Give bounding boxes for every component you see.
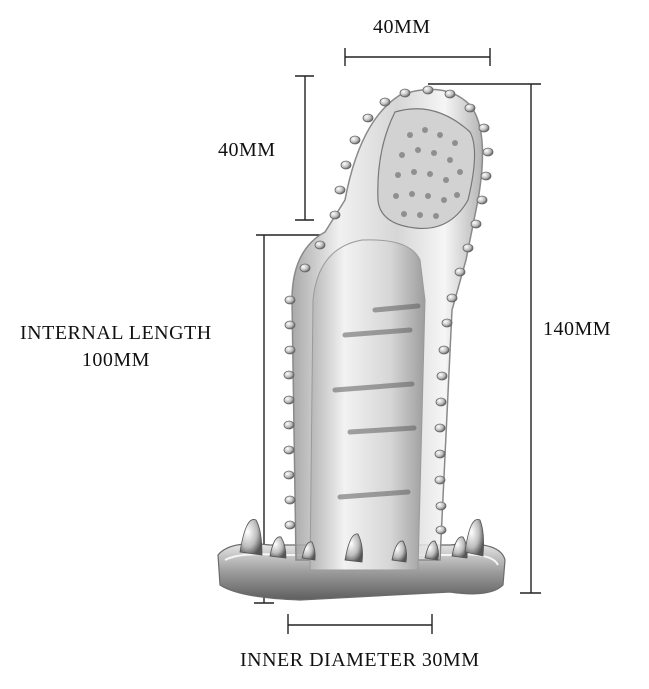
top-width-dimension-line	[344, 48, 491, 66]
sleeve-nubs	[283, 85, 494, 535]
total-length-dimension-line	[428, 83, 541, 594]
tip-length-label: 40MM	[218, 139, 276, 161]
internal-length-title: INTERNAL LENGTH	[20, 322, 212, 344]
dimension-lines	[254, 48, 541, 634]
base-spikes	[239, 519, 484, 563]
tip-length-dimension-line	[295, 75, 314, 221]
total-length-label: 140MM	[543, 318, 612, 340]
internal-length-dimension-line	[254, 234, 320, 604]
inner-diameter-dimension-line	[287, 614, 433, 634]
inner-diameter-label: INNER DIAMETER 30MM	[240, 649, 480, 671]
internal-length-label: INTERNAL LENGTH 100MM	[20, 320, 212, 374]
textured-tip	[377, 108, 476, 230]
sleeve-body	[291, 88, 484, 571]
internal-length-value: 100MM	[81, 349, 150, 371]
top-width-label: 40MM	[373, 16, 431, 38]
